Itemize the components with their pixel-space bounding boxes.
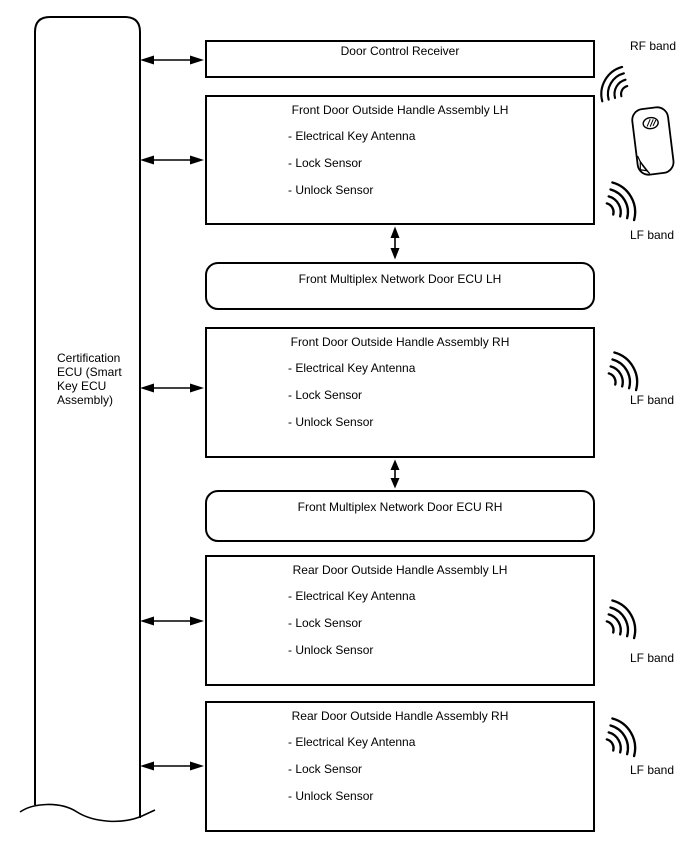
box-item: - Lock Sensor (288, 762, 363, 776)
box-rear-door-handle-rh: Rear Door Outside Handle Assembly RH - E… (205, 701, 595, 832)
box-item: - Electrical Key Antenna (288, 129, 416, 143)
box-title: Front Multiplex Network Door ECU LH (298, 272, 502, 286)
box-title: Front Door Outside Handle Assembly RH (290, 335, 510, 349)
break-wave-line (19, 803, 156, 823)
lf-band-label: LF band (630, 651, 675, 665)
box-item: - Electrical Key Antenna (288, 589, 416, 603)
box-title: Rear Door Outside Handle Assembly LH (292, 563, 508, 577)
box-title: Front Door Outside Handle Assembly LH (291, 103, 509, 117)
box-item: - Electrical Key Antenna (288, 361, 416, 375)
double-arrow-ecu-rear-rh (140, 761, 204, 771)
box-item: - Unlock Sensor (288, 643, 374, 657)
double-arrow-ecu-front-rh (140, 383, 204, 393)
lf-waves-icon (605, 717, 637, 758)
double-arrow-front-lh-mux (390, 226, 400, 260)
lf-waves-icon (605, 181, 637, 222)
box-title: Door Control Receiver (340, 44, 460, 58)
certification-ecu-label: Certification ECU (Smart Key ECU Assembl… (57, 351, 122, 407)
double-arrow-ecu-receiver (140, 55, 204, 65)
rf-band-label: RF band (630, 39, 677, 53)
ecu-box-outline (34, 16, 141, 818)
double-arrow-ecu-front-lh (140, 155, 204, 165)
certification-ecu-box (19, 16, 156, 823)
box-rear-door-handle-lh: Rear Door Outside Handle Assembly LH - E… (205, 555, 595, 686)
box-item-list: - Electrical Key Antenna - Lock Sensor -… (207, 123, 593, 204)
lf-band-label: LF band (630, 393, 675, 407)
box-front-multiplex-door-ecu-lh: Front Multiplex Network Door ECU LH (205, 262, 595, 310)
box-front-door-handle-rh: Front Door Outside Handle Assembly RH - … (205, 327, 595, 458)
double-arrow-ecu-rear-lh (140, 616, 204, 626)
double-arrow-front-rh-mux (390, 459, 400, 489)
box-item: - Electrical Key Antenna (288, 735, 416, 749)
box-item: - Unlock Sensor (288, 789, 374, 803)
box-front-door-handle-lh: Front Door Outside Handle Assembly LH - … (205, 95, 595, 225)
lf-band-label: LF band (630, 763, 675, 777)
box-item: - Lock Sensor (288, 388, 363, 402)
rf-waves-icon (600, 65, 629, 103)
lf-waves-icon (605, 599, 637, 640)
box-title: Front Multiplex Network Door ECU RH (297, 500, 503, 514)
box-title: Rear Door Outside Handle Assembly RH (291, 709, 509, 723)
key-fob-icon (631, 106, 675, 176)
box-front-multiplex-door-ecu-rh: Front Multiplex Network Door ECU RH (205, 490, 595, 542)
box-door-control-receiver: Door Control Receiver (205, 40, 595, 78)
box-item: - Unlock Sensor (288, 415, 374, 429)
lf-band-label: LF band (630, 228, 675, 242)
box-item-list: - Electrical Key Antenna - Lock Sensor -… (207, 583, 593, 664)
box-item-list: - Electrical Key Antenna - Lock Sensor -… (207, 729, 593, 810)
lf-waves-icon (607, 351, 639, 392)
box-item: - Lock Sensor (288, 156, 363, 170)
box-item: - Unlock Sensor (288, 183, 374, 197)
box-item-list: - Electrical Key Antenna - Lock Sensor -… (207, 355, 593, 436)
box-item: - Lock Sensor (288, 616, 363, 630)
